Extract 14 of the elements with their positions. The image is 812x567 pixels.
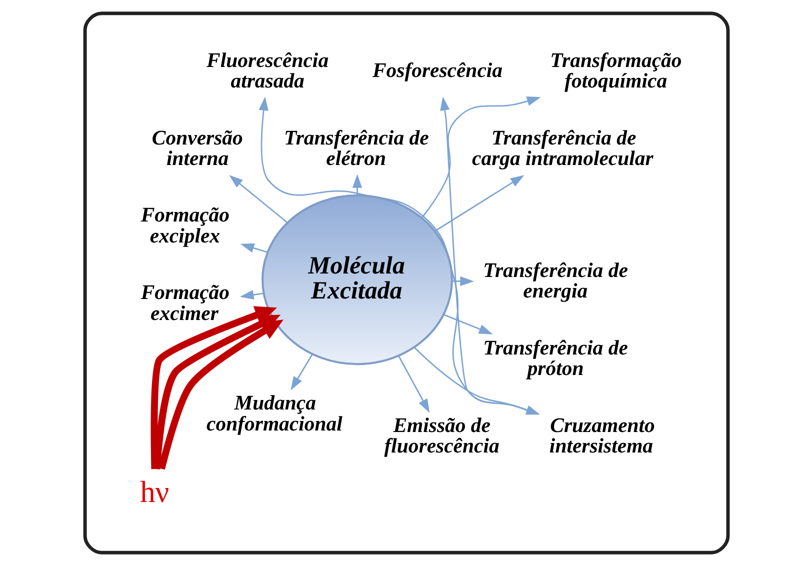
node-text: Transferência de elétron	[284, 127, 429, 170]
node-text: Formação exciplex	[140, 204, 230, 248]
node-text: Cruzamento intersistema	[549, 414, 655, 458]
node-text: Transferência de carga intramolecular	[472, 127, 654, 170]
node-text: Mudança conformacional	[206, 392, 342, 436]
node-text: Transferência de energia	[483, 260, 628, 303]
node-text: Formação excimer	[140, 282, 230, 325]
node-text: Fosforescência	[372, 60, 503, 82]
node-text: Transferência de próton	[483, 337, 628, 380]
node-text: Fluorescência atrasada	[206, 50, 329, 93]
node-text: hν	[140, 474, 170, 509]
node-text: Emissão de fluorescência	[384, 414, 500, 458]
node-text: Conversão interna	[152, 127, 243, 170]
node-text: Transformação fotoquímica	[550, 50, 682, 93]
